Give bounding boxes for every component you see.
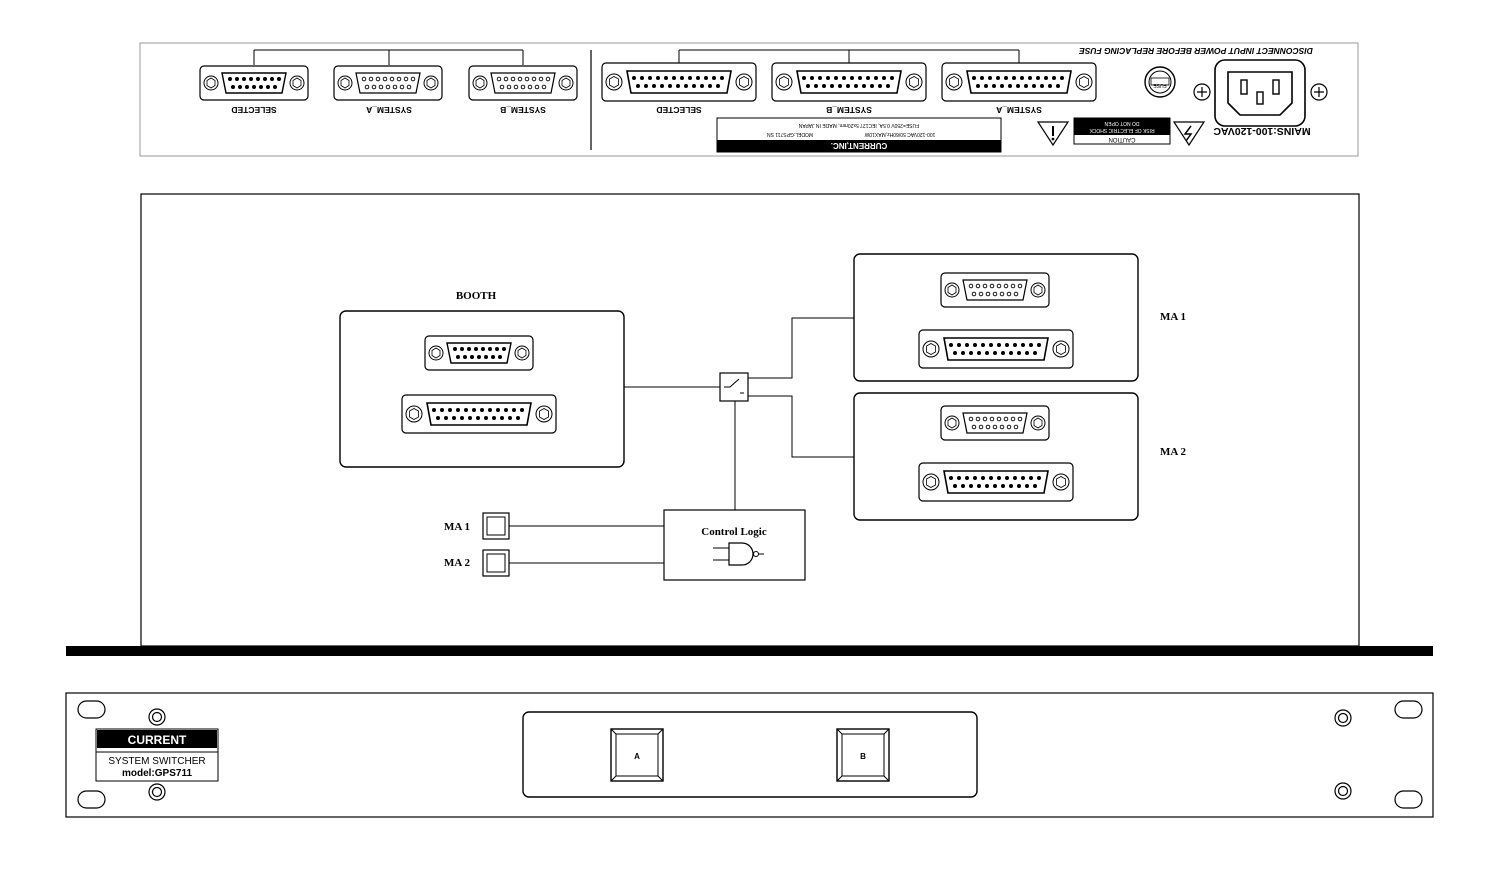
rear-label-system-a-25: SYSTEM_A [996,105,1042,115]
selector-panel [522,711,978,798]
rear-label-system-b-25: SYSTEM_B [826,105,872,115]
button-b[interactable]: B [836,728,890,782]
front-screw-bottom-right [1334,782,1352,800]
ma2-label: MA 2 [1160,446,1186,458]
rear-right-system-a-connector [941,62,1097,102]
fuse-label: FUSE [1153,82,1167,88]
front-screw-top-right [1334,709,1352,727]
button-ma2[interactable] [482,549,510,577]
inlet-screw-right [1310,83,1328,101]
front-screw-bottom-left [148,783,166,801]
ma2-db15-connector [940,405,1050,441]
caution-title: CAUTION [1109,136,1136,142]
inlet-screw-left [1193,83,1211,101]
front-panel: CURRENT SYSTEM SWITCHER model:GPS711 A B [65,692,1434,818]
caution-line1: RISK OF ELECTRIC SHOCK [1089,127,1155,133]
fuse-line: FUSE=250V 0.5A, IEC127 5x20mm, MADE IN J… [798,122,919,128]
mains-label: MAINS:100-120VAC [1213,125,1311,137]
rating-line: 100-120VAC 50/60Hz,MAX10W [864,131,935,137]
model-line: MODEL:GPS711 SN [767,131,813,137]
rear-label-system-b-15: SYSTEM_B [500,105,546,115]
rear-left-system-a-connector [333,65,443,101]
rack-shelf-bar [66,646,1433,656]
booth-db25-connector [401,394,557,434]
brand-bar-text: CURRENT,INC. [831,141,887,150]
model-name: model:GPS711 [122,768,192,779]
button-ma1-label: MA 1 [444,521,470,533]
button-ma1[interactable] [482,512,510,540]
booth-db15-connector [424,335,534,371]
rear-label-selected-25: SELECTED [656,105,701,115]
rack-slot-bottom-right [1394,790,1423,809]
button-ma2-label: MA 2 [444,557,470,569]
ma1-db25-connector [918,329,1074,369]
caution-line2: DO NOT OPEN [1104,120,1139,126]
rear-label-selected-15: SELECTED [231,105,276,115]
block-diagram: BOOTH MA 1 MA 2 Control Logic [140,193,1360,647]
button-a-label: A [634,752,640,761]
rear-label-system-a-15: SYSTEM_A [366,105,412,115]
brand-name: CURRENT [128,733,187,747]
rear-left-selected-connector [199,65,309,101]
booth-box [339,310,625,468]
rear-panel: DISCONNECT INPUT POWER BEFORE REPLACING … [139,42,1359,157]
button-a[interactable]: A [610,728,664,782]
product-name: SYSTEM SWITCHER [108,756,205,767]
control-logic-label: Control Logic [701,526,767,538]
rear-right-system-b-connector [771,62,927,102]
rear-right-selected-connector [601,62,757,102]
rack-slot-top-left [77,700,106,719]
fuse-warning-text: DISCONNECT INPUT POWER BEFORE REPLACING … [1079,46,1313,56]
ma2-db25-connector [918,462,1074,502]
button-b-label: B [860,752,866,761]
front-screw-top-left [148,708,166,726]
ma1-db15-connector [940,272,1050,308]
nand-gate-icon [713,542,764,566]
booth-label: BOOTH [456,290,497,302]
rear-left-system-b-connector [468,65,578,101]
rack-slot-top-right [1394,700,1423,719]
rack-slot-bottom-left [77,790,106,809]
ma1-label: MA 1 [1160,311,1186,323]
